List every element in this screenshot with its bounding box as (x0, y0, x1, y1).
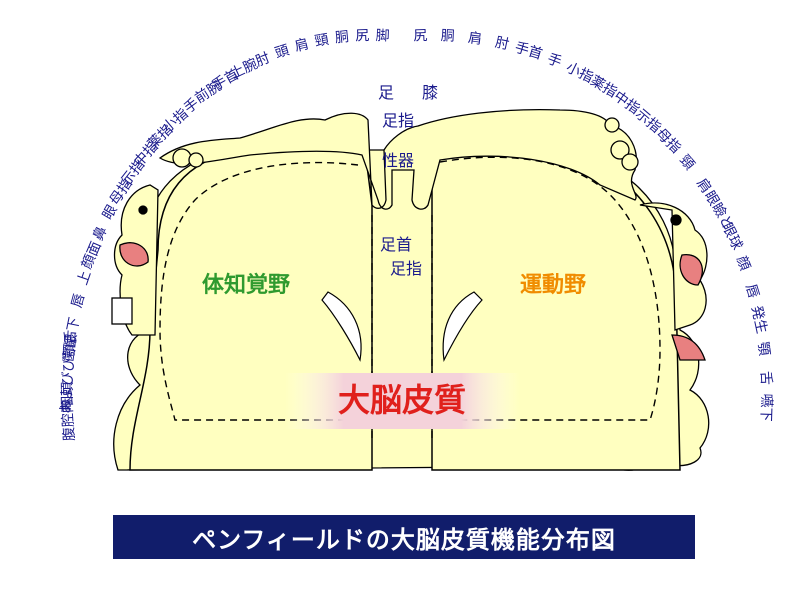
motor-part-label-17: 発生 (748, 304, 770, 335)
motor-part-label-5: 手 (545, 51, 564, 71)
sensory-face (111, 184, 159, 336)
sensory-part-label-25: 脚 (375, 28, 390, 44)
caption-text: ペンフィールドの大脳皮質機能分布図 (192, 525, 616, 554)
sensory-area-label: 体知覚野 (202, 272, 290, 298)
inner-label-ankle: 足首 (380, 235, 412, 254)
sensory-part-label-6: 上 (75, 269, 95, 287)
inner-label-toes-bottom: 足指 (390, 259, 422, 278)
sensory-part-label-5: 唇 (69, 292, 88, 310)
ventricle-left (321, 291, 362, 362)
caption-bar: ペンフィールドの大脳皮質機能分布図 (113, 515, 695, 559)
sensory-part-label-0: 腹腔内 (58, 399, 78, 442)
sensory-part-label-20: 頭 (273, 42, 291, 61)
center-label-glow (285, 373, 520, 429)
motor-part-label-20: 嚥下 (757, 393, 774, 422)
motor-part-label-18: 顎 (754, 341, 772, 357)
sensory-part-label-1: 咽頭 (60, 382, 76, 410)
sensory-part-label-2: およびび顎舌 (58, 330, 79, 415)
ventricle-right (442, 291, 483, 363)
motor-part-label-1: 胴 (440, 28, 455, 45)
sensory-part-label-3: 歯齦 (61, 333, 81, 363)
sensory-part-label-23: 胴 (334, 29, 350, 46)
motor-part-label-14: 眼球 (718, 220, 745, 252)
inner-label-foot: 足 (378, 83, 394, 102)
motor-face (639, 202, 708, 361)
sensory-part-label-8: 鼻 (89, 223, 110, 243)
inner-label-genitals: 性器 (382, 151, 414, 170)
inner-label-toes-top: 足指 (382, 111, 414, 130)
motor-part-label-19: 舌 (757, 371, 774, 386)
center-label: 大脳皮質 (338, 381, 466, 419)
sensory-dashed-outline (159, 161, 360, 421)
motor-part-label-15: 顔 (733, 254, 753, 273)
sensory-part-label-7: 顔面 (79, 239, 105, 271)
sensory-part-label-19: 肘 (253, 50, 272, 70)
homunculus-figure (158, 109, 639, 210)
motor-part-label-16: 唇 (742, 282, 761, 300)
motor-part-label-11: 頸 (676, 152, 697, 173)
inner-label-knee: 膝 (422, 83, 438, 102)
motor-part-label-3: 肘 (494, 35, 511, 54)
motor-part-label-0: 尻 (413, 28, 428, 44)
motor-part-label-4: 手首 (513, 40, 544, 63)
sensory-part-label-24: 尻 (355, 28, 369, 44)
motor-part-label-2: 肩 (467, 30, 483, 48)
sensory-part-label-21: 肩 (293, 36, 310, 55)
sensory-part-label-22: 頸 (314, 32, 330, 50)
sensory-part-label-4: 下 (65, 316, 83, 333)
motor-area-label: 運動野 (520, 273, 586, 298)
